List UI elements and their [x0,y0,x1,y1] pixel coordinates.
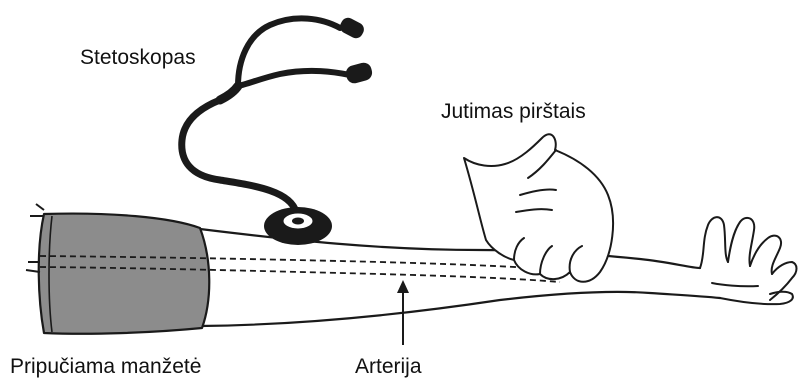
stethoscope [182,15,374,245]
label-cuff: Pripučiama manžetė [10,356,201,377]
arm [200,229,720,326]
label-artery: Arterija [355,356,422,377]
label-palpation: Jutimas pirštais [441,101,586,122]
palpating-hand [464,134,613,282]
hand [700,217,797,304]
label-stethoscope: Stetoskopas [80,47,196,68]
